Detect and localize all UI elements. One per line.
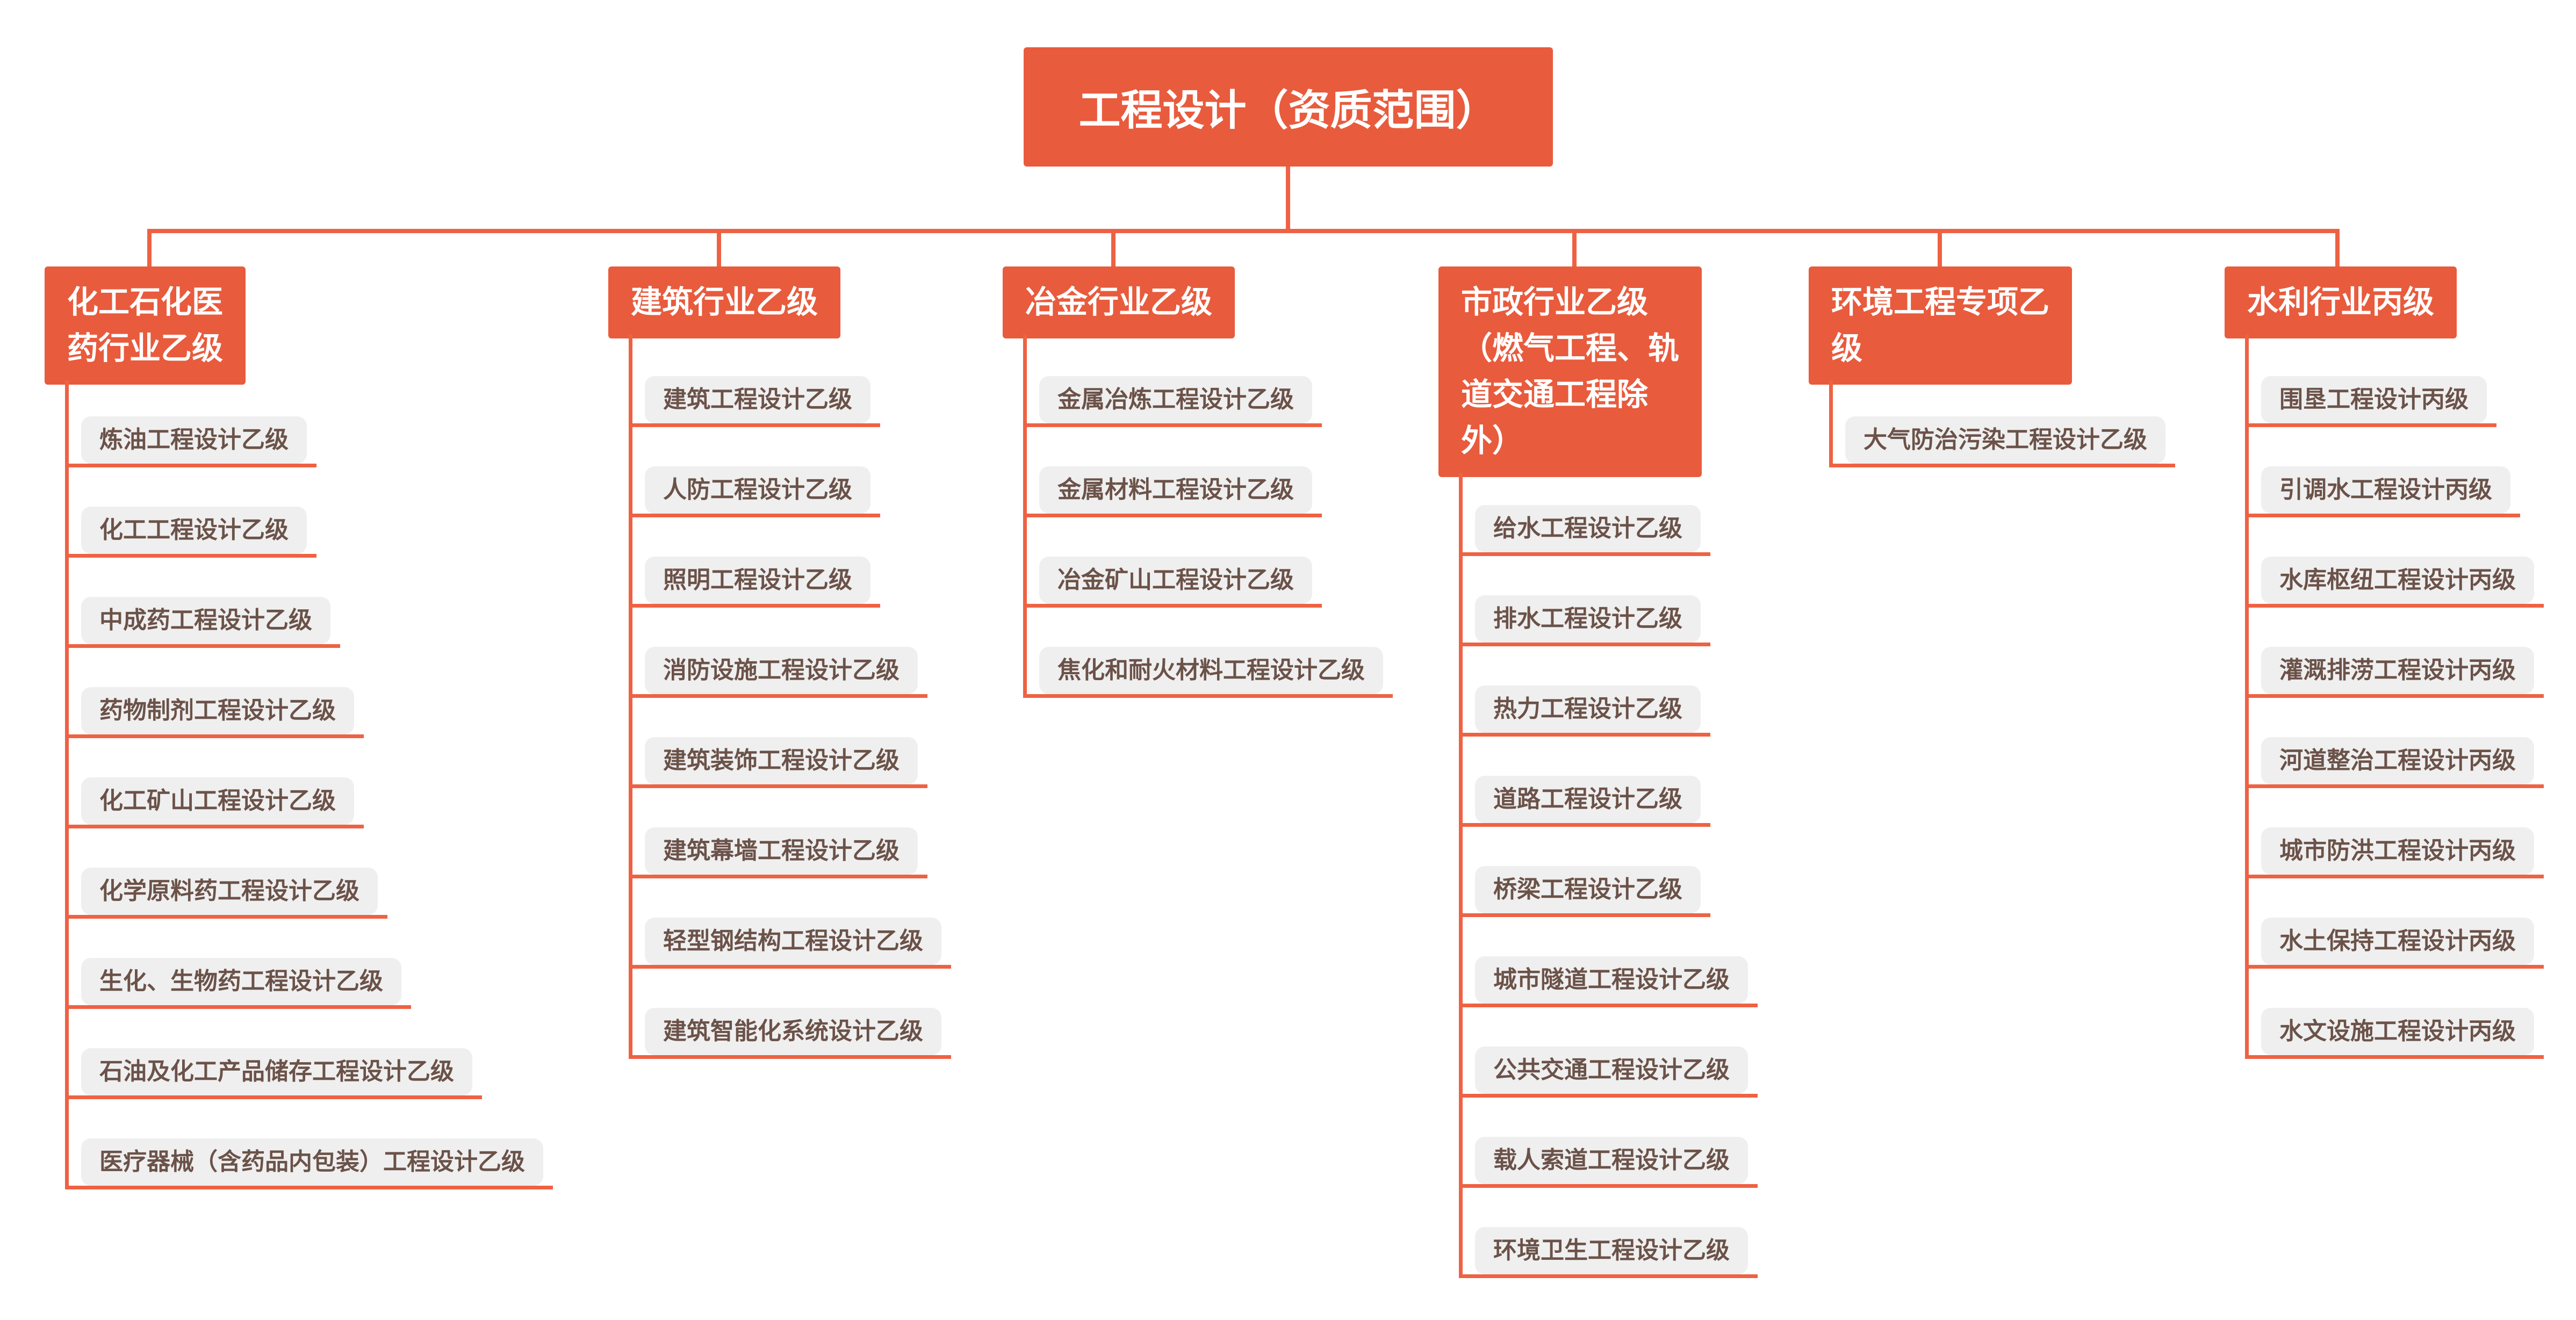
item-node[interactable]: 桥梁工程设计乙级 (1475, 866, 1701, 913)
item-node[interactable]: 公共交通工程设计乙级 (1475, 1047, 1748, 1094)
item-node[interactable]: 化学原料药工程设计乙级 (81, 868, 378, 915)
connector-branch-spine (1459, 473, 1463, 1278)
item-node[interactable]: 水土保持工程设计丙级 (2261, 918, 2534, 965)
item-node[interactable]: 炼油工程设计乙级 (81, 416, 307, 464)
item-node[interactable]: 环境卫生工程设计乙级 (1475, 1227, 1748, 1274)
branch-head-municipal[interactable]: 市政行业乙级 （燃气工程、轨 道交通工程除 外） (1438, 266, 1702, 477)
item-node[interactable]: 金属冶炼工程设计乙级 (1039, 376, 1312, 423)
item-node[interactable]: 建筑工程设计乙级 (645, 376, 870, 423)
connector-branch-drop (2335, 229, 2340, 271)
item-node-underline: 炼油工程设计乙级 (65, 416, 316, 467)
item-node[interactable]: 生化、生物药工程设计乙级 (81, 958, 401, 1005)
item-node[interactable]: 照明工程设计乙级 (645, 557, 870, 604)
item-node-underline: 金属材料工程设计乙级 (1023, 466, 1322, 517)
item-node-underline: 河道整治工程设计丙级 (2245, 737, 2544, 788)
item-node-underline: 水土保持工程设计丙级 (2245, 918, 2544, 969)
connector-branch-spine (65, 380, 69, 1189)
branch-head-construction[interactable]: 建筑行业乙级 (608, 266, 841, 338)
item-node[interactable]: 水库枢纽工程设计丙级 (2261, 557, 2534, 604)
connector-branch-drop (1938, 229, 1942, 271)
item-node-underline: 化工工程设计乙级 (65, 507, 316, 558)
item-node-underline: 冶金矿山工程设计乙级 (1023, 557, 1322, 608)
connector-root-drop (1286, 164, 1290, 233)
item-node-underline: 道路工程设计乙级 (1459, 776, 1710, 827)
item-node[interactable]: 引调水工程设计丙级 (2261, 466, 2510, 514)
item-node[interactable]: 建筑智能化系统设计乙级 (645, 1008, 941, 1055)
branch-head-water[interactable]: 水利行业丙级 (2225, 266, 2457, 338)
item-node[interactable]: 化工矿山工程设计乙级 (81, 777, 354, 825)
item-node-underline: 金属冶炼工程设计乙级 (1023, 376, 1322, 427)
item-node-underline: 引调水工程设计丙级 (2245, 466, 2520, 517)
item-node-underline: 建筑幕墙工程设计乙级 (629, 827, 927, 878)
root-node[interactable]: 工程设计（资质范围） (1024, 47, 1553, 167)
item-node-underline: 给水工程设计乙级 (1459, 505, 1710, 556)
connector-branch-drop (1111, 229, 1116, 271)
item-node[interactable]: 建筑装饰工程设计乙级 (645, 737, 918, 784)
item-node-underline: 环境卫生工程设计乙级 (1459, 1227, 1758, 1278)
item-node[interactable]: 灌溉排涝工程设计丙级 (2261, 647, 2534, 694)
item-node-underline: 中成药工程设计乙级 (65, 597, 340, 648)
item-node[interactable]: 排水工程设计乙级 (1475, 595, 1701, 643)
item-node[interactable]: 载人索道工程设计乙级 (1475, 1137, 1748, 1184)
item-node[interactable]: 人防工程设计乙级 (645, 466, 870, 514)
item-node-underline: 载人索道工程设计乙级 (1459, 1137, 1758, 1188)
item-node[interactable]: 冶金矿山工程设计乙级 (1039, 557, 1312, 604)
connector-branch-drop (1572, 229, 1577, 271)
item-node-underline: 大气防治污染工程设计乙级 (1829, 416, 2175, 467)
item-node-underline: 水文设施工程设计丙级 (2245, 1008, 2544, 1059)
item-node[interactable]: 金属材料工程设计乙级 (1039, 466, 1312, 514)
connector-horizontal-rail (149, 229, 2340, 233)
item-node-underline: 围垦工程设计丙级 (2245, 376, 2496, 427)
item-node[interactable]: 大气防治污染工程设计乙级 (1845, 416, 2165, 464)
connector-branch-spine (1829, 380, 1833, 467)
item-node-underline: 化学原料药工程设计乙级 (65, 868, 387, 919)
item-node-underline: 城市防洪工程设计丙级 (2245, 827, 2544, 878)
item-node[interactable]: 给水工程设计乙级 (1475, 505, 1701, 552)
connector-branch-drop (717, 229, 721, 271)
item-node-underline: 桥梁工程设计乙级 (1459, 866, 1710, 917)
item-node-underline: 生化、生物药工程设计乙级 (65, 958, 411, 1009)
item-node-underline: 医疗器械（含药品内包装）工程设计乙级 (65, 1138, 553, 1189)
item-node[interactable]: 建筑幕墙工程设计乙级 (645, 827, 918, 875)
item-node-underline: 灌溉排涝工程设计丙级 (2245, 647, 2544, 698)
item-node[interactable]: 道路工程设计乙级 (1475, 776, 1701, 823)
item-node-underline: 消防设施工程设计乙级 (629, 647, 927, 698)
item-node-underline: 石油及化工产品储存工程设计乙级 (65, 1048, 482, 1099)
item-node-underline: 建筑智能化系统设计乙级 (629, 1008, 951, 1059)
item-node-underline: 城市隧道工程设计乙级 (1459, 956, 1758, 1007)
item-node[interactable]: 石油及化工产品储存工程设计乙级 (81, 1048, 472, 1095)
item-node-underline: 水库枢纽工程设计丙级 (2245, 557, 2544, 608)
item-node-underline: 热力工程设计乙级 (1459, 686, 1710, 737)
item-node[interactable]: 化工工程设计乙级 (81, 507, 307, 554)
item-node[interactable]: 水文设施工程设计丙级 (2261, 1008, 2534, 1055)
item-node[interactable]: 焦化和耐火材料工程设计乙级 (1039, 647, 1383, 694)
item-node[interactable]: 药物制剂工程设计乙级 (81, 687, 354, 734)
item-node-underline: 化工矿山工程设计乙级 (65, 777, 364, 828)
connector-branch-drop (147, 229, 152, 271)
branch-head-chemical[interactable]: 化工石化医 药行业乙级 (45, 266, 246, 385)
item-node[interactable]: 中成药工程设计乙级 (81, 597, 330, 644)
item-node-underline: 轻型钢结构工程设计乙级 (629, 918, 951, 969)
item-node[interactable]: 河道整治工程设计丙级 (2261, 737, 2534, 784)
item-node-underline: 建筑工程设计乙级 (629, 376, 880, 427)
item-node-underline: 排水工程设计乙级 (1459, 595, 1710, 646)
item-node-underline: 公共交通工程设计乙级 (1459, 1047, 1758, 1098)
item-node-underline: 照明工程设计乙级 (629, 557, 880, 608)
item-node-underline: 药物制剂工程设计乙级 (65, 687, 364, 738)
item-node[interactable]: 城市防洪工程设计丙级 (2261, 827, 2534, 875)
item-node[interactable]: 医疗器械（含药品内包装）工程设计乙级 (81, 1138, 543, 1186)
item-node[interactable]: 围垦工程设计丙级 (2261, 376, 2487, 423)
item-node[interactable]: 消防设施工程设计乙级 (645, 647, 918, 694)
item-node[interactable]: 轻型钢结构工程设计乙级 (645, 918, 941, 965)
branch-head-environment[interactable]: 环境工程专项乙 级 (1809, 266, 2073, 385)
item-node[interactable]: 城市隧道工程设计乙级 (1475, 956, 1748, 1004)
item-node-underline: 建筑装饰工程设计乙级 (629, 737, 927, 788)
item-node-underline: 人防工程设计乙级 (629, 466, 880, 517)
branch-head-metallurgy[interactable]: 冶金行业乙级 (1003, 266, 1235, 338)
item-node-underline: 焦化和耐火材料工程设计乙级 (1023, 647, 1393, 698)
item-node[interactable]: 热力工程设计乙级 (1475, 686, 1701, 733)
